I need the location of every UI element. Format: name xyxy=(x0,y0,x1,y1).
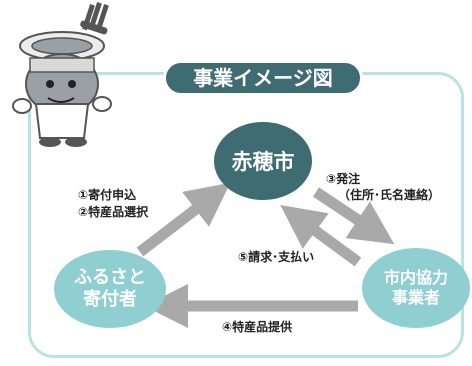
flow-label-product-delivery: ④特産品提供 xyxy=(222,320,293,334)
flow-label-billing-payment: ⑤請求･支払い xyxy=(238,250,315,264)
arrow-donor-to-city xyxy=(136,182,231,257)
flow-label-order: ③発注 xyxy=(326,172,361,186)
node-partner-business: 市内協力 事業者 xyxy=(362,248,470,328)
flow-label-order-detail: （住所･氏名連絡） xyxy=(338,188,441,202)
node-hometown-donor: ふるさと 寄付者 xyxy=(54,250,166,328)
node-ako-city: 赤穂市 xyxy=(214,122,312,200)
node-business-label-line2: 事業者 xyxy=(391,288,440,307)
arrow-city-to-business xyxy=(312,187,395,245)
node-donor-label-line2: 寄付者 xyxy=(83,289,137,310)
flow-label-product-selection: ②特産品選択 xyxy=(78,205,149,219)
diagram-title: 事業イメージ図 xyxy=(163,60,363,96)
arrow-business-to-city xyxy=(280,204,362,267)
node-donor-label-line1: ふるさと xyxy=(74,267,146,288)
flow-label-donation-application: ①寄付申込 xyxy=(78,188,137,202)
node-business-label-line1: 市内協力 xyxy=(383,268,448,287)
mascot-illustration-icon xyxy=(12,2,112,147)
node-city-label: 赤穂市 xyxy=(231,150,295,174)
